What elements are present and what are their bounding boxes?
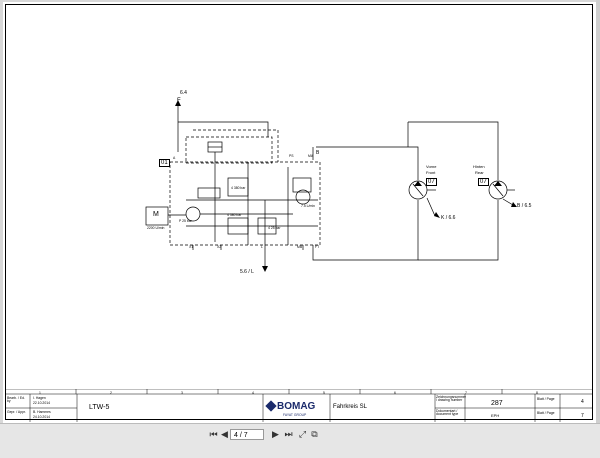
pressure-c: 4 25 bar [268, 226, 281, 230]
schematic-sheet: 6.4 F 01 MA PS B A X1 X2 L MB FT 4 380 b… [3, 2, 597, 423]
front-motor-tag: 07 [426, 178, 437, 186]
valve-e [292, 177, 312, 193]
front-motor-ref: K / 6.6 [441, 215, 456, 221]
engine-box [145, 206, 169, 226]
next-page-button[interactable]: ▶ [270, 429, 281, 440]
rear-motor-label-de: Hinten [473, 164, 485, 169]
rear-motor-tag: 07 [478, 178, 489, 186]
port-b: B [316, 150, 320, 156]
port-ft: FT [315, 245, 320, 249]
editor-name: I. Hagen [33, 396, 46, 400]
ref-top: 6.4 [180, 90, 187, 96]
port-x1: X1 [189, 245, 194, 249]
port-x2: X2 [217, 245, 222, 249]
next-page-icon: ▶ [272, 429, 279, 439]
editor-label: Bearb. / Ed. by [7, 396, 25, 404]
title-block-grid [5, 389, 593, 422]
port-l: L [261, 245, 263, 249]
engine-label: M [153, 211, 159, 218]
pressure-flow: 7.5 L/min [301, 204, 315, 208]
port-ps: PS [289, 154, 294, 158]
valve-a [197, 187, 221, 199]
approver-date: 24.10.2014 [33, 415, 50, 419]
page-indicator[interactable]: 4 / 7 [230, 429, 264, 440]
pump-unit-box [169, 161, 321, 246]
col-number-2: 2 [110, 391, 112, 395]
sheet-tag-01: 01 [159, 159, 170, 167]
machine-name: LTW-5 [89, 404, 110, 411]
port-ma: MA [308, 154, 314, 158]
last-page-icon: ⏭ [284, 429, 293, 439]
valve-d [257, 217, 277, 235]
line-to-rear-motor [408, 121, 499, 180]
port-a: A [173, 156, 176, 160]
pressure-a: 4 380 bar [231, 186, 246, 190]
first-page-button[interactable]: ⏮ [208, 429, 219, 440]
rear-motor-label-en: Rear [475, 170, 484, 175]
document-type-label: Dokumentart / document type [436, 409, 459, 417]
port-f-label: F [177, 98, 181, 104]
engine-speed: 2200 U/min [147, 226, 165, 230]
hydraulic-schematic [145, 100, 517, 272]
page-label: Blatt / Page [537, 397, 555, 401]
col-number-8: 8 [536, 391, 538, 395]
drawing-frame [5, 4, 593, 420]
last-page-button[interactable]: ⏭ [283, 429, 294, 440]
copy-icon: ⧉ [311, 429, 318, 439]
bomag-logo-icon [265, 400, 277, 413]
col-number-5: 5 [323, 391, 325, 395]
total-pages-label: Blatt / Page [537, 411, 555, 415]
document-type: EPH [491, 413, 500, 418]
col-number-3: 3 [181, 391, 183, 395]
editor-date: 22.10.2014 [33, 401, 50, 405]
bomag-logo: BOMAG [265, 400, 316, 413]
col-number-6: 6 [394, 391, 396, 395]
front-motor-label-en: Front [426, 170, 436, 175]
previous-page-button[interactable]: ◀ [219, 429, 230, 440]
arrow-f [175, 100, 181, 106]
approver-label: Gepr. / Appr. [7, 410, 26, 414]
line-front-return [312, 200, 419, 261]
bomag-logo-sub: FAYAT GROUP [283, 413, 307, 417]
first-page-icon: ⏮ [209, 429, 218, 439]
line-to-front-motor [316, 146, 419, 180]
drawing-number-label: Zeichnungsnummer / drawing number [436, 395, 466, 403]
pump-circle-b [295, 189, 311, 205]
line-rear-return [418, 200, 499, 261]
rear-motor-ref: B / 6.5 [517, 203, 532, 209]
col-number-4: 4 [252, 391, 254, 395]
vertical-scrollbar[interactable] [596, 0, 600, 423]
copy-button[interactable]: ⧉ [309, 429, 320, 440]
previous-page-icon: ◀ [221, 429, 228, 439]
col-number-7: 7 [465, 391, 467, 395]
pressure-d: P 25 bar [179, 219, 192, 223]
approver-name: B. Hammes [33, 410, 51, 414]
page-number: 4 [581, 399, 584, 405]
ref-bottom: 5.6 / L [240, 269, 254, 275]
port-mb: MB [297, 245, 303, 249]
pressure-b: 4 380 bar [227, 213, 242, 217]
fit-page-button[interactable]: ⤢ [297, 429, 308, 440]
fit-page-icon: ⤢ [298, 429, 307, 439]
drawing-number: 287 [491, 400, 503, 407]
front-motor-label-de: Vorne [426, 164, 437, 169]
line-top-a [178, 121, 269, 137]
total-pages: 7 [581, 413, 584, 419]
control-box [185, 136, 273, 164]
line-top-b [193, 129, 279, 162]
viewer-toolbar: ⏮ ◀ 4 / 7 ▶ ⏭ ⤢ ⧉ [0, 423, 600, 458]
drawing-title: Fahrkreis SL [333, 404, 368, 410]
col-number-1: 1 [39, 391, 41, 395]
bomag-logo-text: BOMAG [277, 401, 316, 412]
